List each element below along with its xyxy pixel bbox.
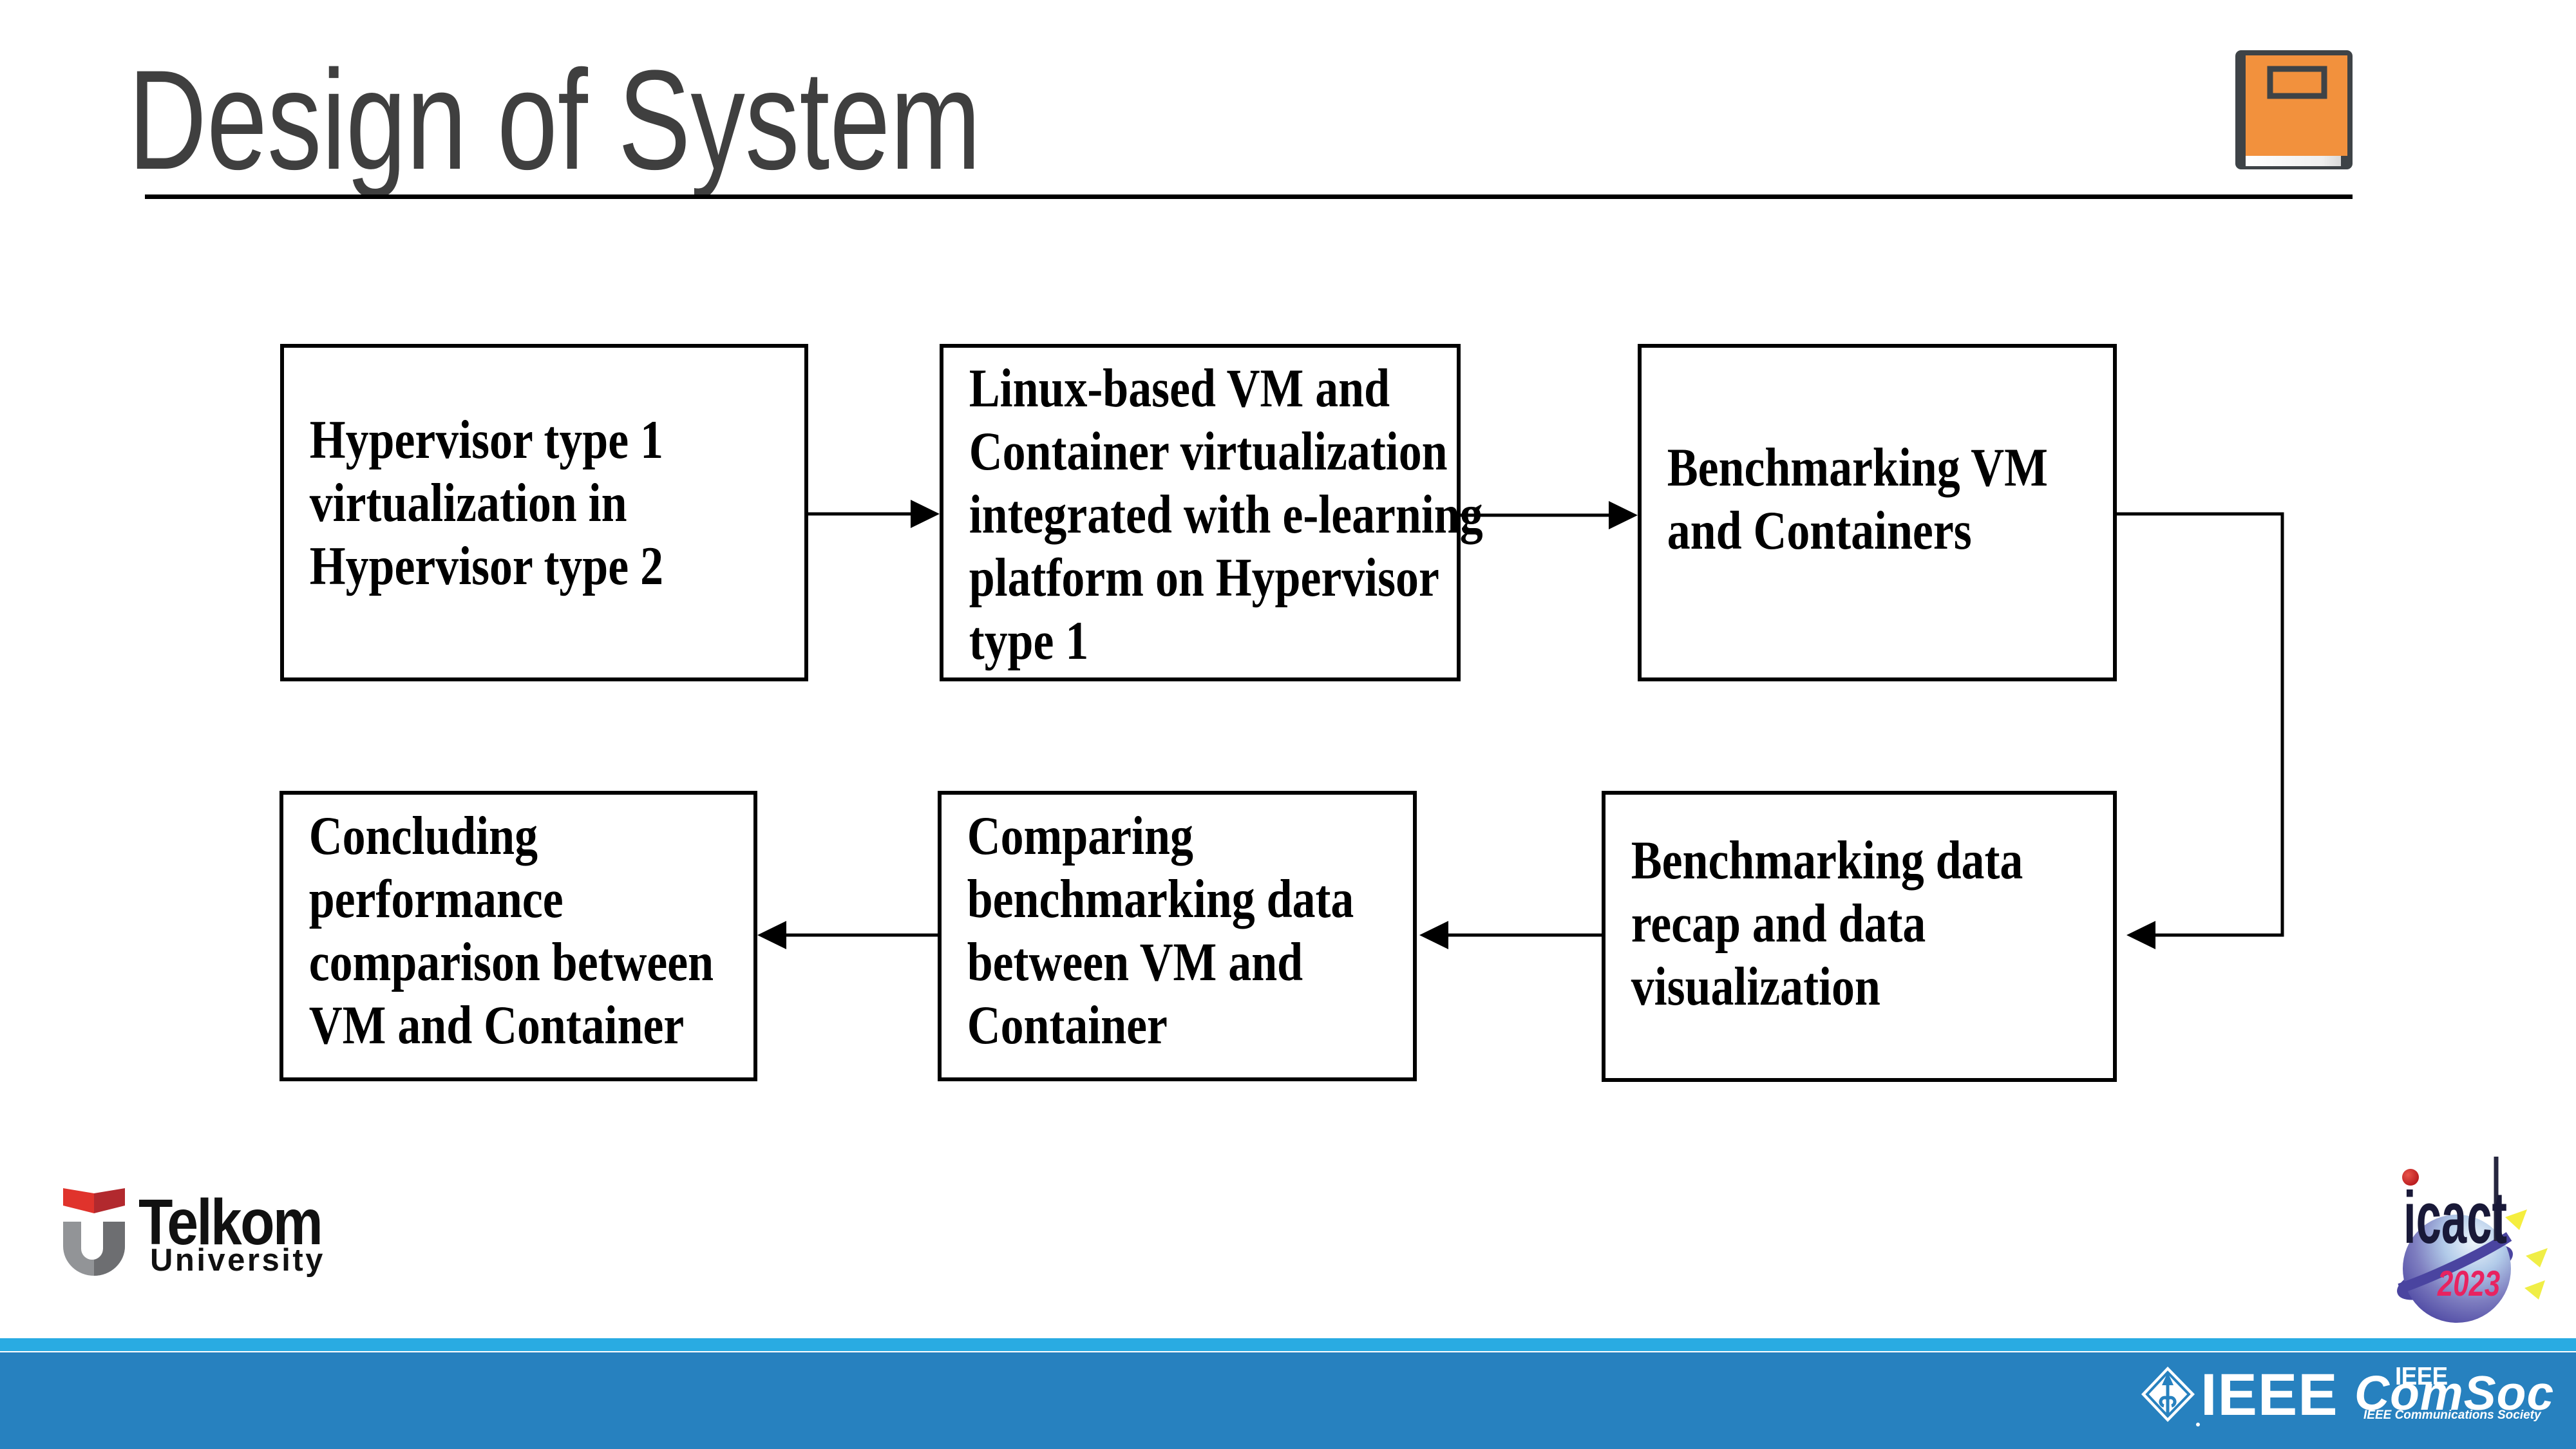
svg-text:icact: icact [2403,1177,2507,1259]
svg-text:2023: 2023 [2437,1264,2500,1303]
